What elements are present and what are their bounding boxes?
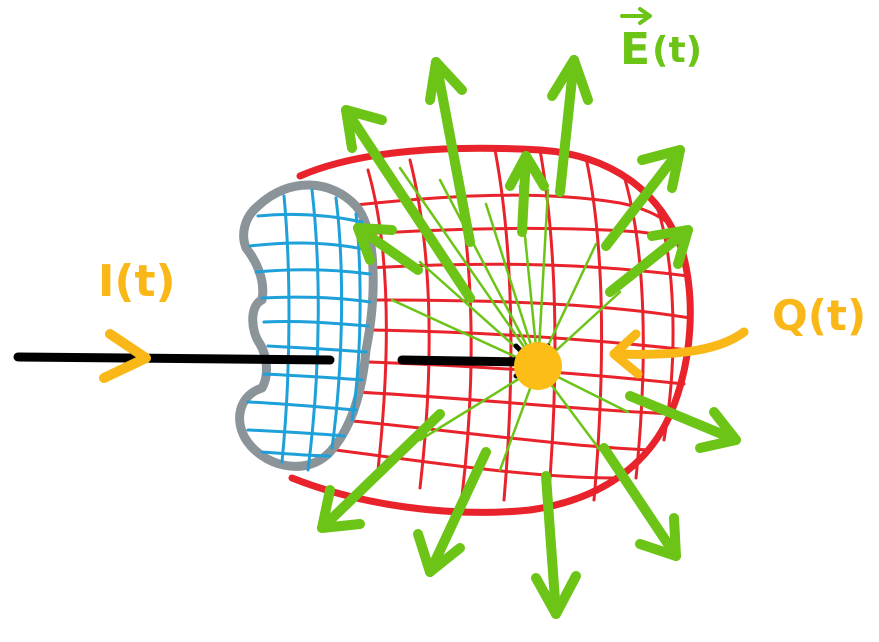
current-label: I(t) (98, 256, 176, 307)
field-arrow-icon (425, 57, 475, 247)
field-line (390, 298, 540, 369)
field-arrow-icon (601, 145, 685, 251)
vector-arrow-icon (620, 7, 652, 25)
charge-dot (514, 342, 562, 390)
field-arrow-icon (353, 223, 423, 275)
field-arrow-icon (547, 55, 593, 197)
input-wire (13, 352, 335, 365)
red-surface-line (354, 390, 676, 416)
red-surface-line (370, 328, 690, 352)
red-surface-outline (288, 144, 694, 516)
plate-mesh-line (306, 188, 320, 472)
field-arrow-icon (605, 225, 693, 297)
charge-pointer-arrow-icon (609, 327, 749, 379)
field-arrow-icon (599, 443, 681, 561)
plate-mesh-line (330, 196, 344, 450)
field-line (536, 188, 550, 369)
red-surface-line (368, 298, 692, 320)
field-vector-symbol: E (620, 24, 650, 75)
plate-mesh-line (280, 194, 291, 464)
field-line (484, 202, 540, 369)
field-arrow-icon (413, 447, 491, 577)
field-arrow-icon (505, 151, 549, 237)
field-time-arg: (t) (652, 30, 702, 71)
plate-mesh-line (246, 428, 346, 438)
current-direction-chevron-icon (99, 329, 151, 383)
field-arrow-icon (317, 409, 445, 533)
field-line (398, 166, 540, 369)
field-arrow-icon (531, 471, 581, 619)
inner-wire (397, 355, 533, 367)
field-arrow-icon (625, 391, 741, 453)
external-field-arrows (317, 55, 741, 619)
red-surface-ring (366, 168, 388, 472)
plate-mesh-line (262, 372, 364, 382)
field-line (438, 178, 540, 369)
charge-label: Q(t) (772, 291, 866, 340)
field-arrow-icon (341, 105, 475, 303)
red-surface-line (318, 446, 618, 480)
electric-field-label: E (t) (620, 7, 702, 75)
plate-mesh-line (260, 450, 332, 458)
plate-mesh-line (246, 400, 358, 412)
red-surface-line (340, 418, 652, 452)
